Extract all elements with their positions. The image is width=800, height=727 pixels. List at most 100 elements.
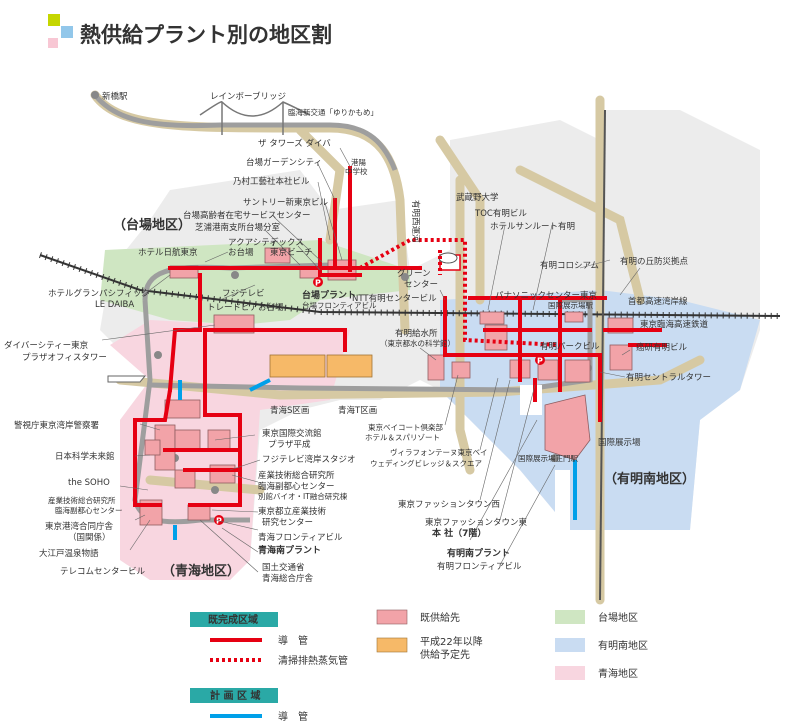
legend-aomi: 青海地区 <box>598 667 638 680</box>
legend-daiba: 台場地区 <box>598 611 638 624</box>
label-oedo: 大江戸温泉物語 <box>39 548 99 559</box>
legend-supplied: 既供給先 <box>420 611 460 624</box>
label-kokusai-tenjijo-eki: 国際展示場駅 <box>548 300 593 310</box>
legend-planned-supply-swatch <box>376 637 408 653</box>
label-green-center-2: センター <box>404 280 438 290</box>
label-water-2: （東京都水の科学館） <box>380 338 455 348</box>
page-title: 熱供給プラント別の地区割 <box>80 23 332 47</box>
label-fujitv-studio: フジテレビ湾岸スタジオ <box>262 454 356 465</box>
label-konan-school-2: 中学校 <box>345 166 368 176</box>
district-aomi: （青海地区） <box>162 563 240 579</box>
label-fujitv: フジテレビ <box>222 289 265 299</box>
ship-icon <box>107 375 147 383</box>
title-squares-icon <box>48 14 73 48</box>
label-miraikan: 日本科学未来館 <box>55 451 115 462</box>
label-aist-left-2: 臨海副都心センター <box>55 505 123 515</box>
rail-lines <box>39 109 781 601</box>
label-hotel-nikko: ホテル日航東京 <box>138 247 198 258</box>
legend-planned-supply-2: 供給予定先 <box>420 648 470 661</box>
label-rainbow-bridge: レインボーブリッジ <box>210 91 286 102</box>
label-villa-2: ウェディングビレッジ＆スクエア <box>370 458 482 468</box>
label-elderly-center: 台場高齢者在宅サービスセンター <box>183 210 311 221</box>
label-bayside-1: 東京ベイコート倶楽部 <box>368 422 443 432</box>
label-mlit-2: 青海総合庁舎 <box>262 573 314 584</box>
label-sunroute: ホテルサンルート有明 <box>490 221 575 232</box>
legend-supplied-swatch <box>376 609 408 625</box>
steam-pipes <box>359 238 561 347</box>
legend-planned-head: 計 画 区 域 <box>210 689 260 702</box>
label-aist-left-1: 産業技術総合研究所 <box>48 495 116 505</box>
label-toc: TOC有明ビル <box>474 208 527 219</box>
label-ariake-frontier: 有明フロンティアビル <box>437 561 522 572</box>
label-fashion-east: 東京ファッションタウン東 <box>425 517 528 528</box>
legend-aomi-swatch <box>555 666 585 680</box>
label-aist-1: 産業技術総合研究所 <box>258 470 335 481</box>
label-musashino: 武蔵野大学 <box>456 192 499 203</box>
label-seimon: 国際展示場正門駅 <box>518 453 578 463</box>
district-daiba: （台場地区） <box>113 217 191 233</box>
bridge-icon <box>199 101 311 135</box>
existing-pipes <box>133 166 667 507</box>
label-ariake-plant: 有明南プラント <box>447 547 510 559</box>
label-cancer: 癌研有明ビル <box>636 342 688 353</box>
label-int-exchange-1: 東京国際交流館 <box>262 428 322 439</box>
label-nomura: 乃村工藝社本社ビル <box>233 176 310 187</box>
label-daiba-garden-city: 台場ガーデンシティ <box>246 157 322 168</box>
label-int-exchange-2: プラザ平成 <box>268 439 311 450</box>
label-central: 有明セントラルタワー <box>626 372 711 383</box>
label-the-towers: ザ タワーズ ダイバ <box>258 138 331 149</box>
label-port-joint-1: 東京港湾合同庁舎 <box>45 521 114 532</box>
legend: 既完成区域 導 管 清掃排熱蒸気管 計 画 区 域 導 管 既供給先 平成22年… <box>190 609 648 723</box>
label-daiba-frontier: 台場フロンティアビル <box>302 300 377 310</box>
label-green-center-1: グリーン <box>397 268 431 279</box>
label-aqua-city-1: アクアシティ <box>228 238 278 248</box>
label-shinbashi: 新橋駅 <box>102 91 128 102</box>
label-suntory: サントリー新東京ビル <box>243 197 329 208</box>
label-konan-school-1: 港陽 <box>351 157 366 167</box>
label-aomi-plant: 青海南プラント <box>258 544 321 556</box>
canal <box>555 470 570 530</box>
label-yurikamome: 臨海新交通「ゆりかもめ」 <box>288 107 378 117</box>
label-grand-pacific-1: ホテルグランパシフィック <box>48 288 150 299</box>
label-diver-city-2: プラザオフィスタワー <box>22 353 107 363</box>
label-fashion-west: 東京ファッションタウン西 <box>398 499 500 510</box>
leader-lines <box>101 147 641 573</box>
label-aqua-city-2: お台場 <box>228 247 254 258</box>
legend-planned-supply-1: 平成22年以降 <box>420 635 483 648</box>
label-bio-it: 別館バイオ・IT融合研究棟 <box>258 491 348 501</box>
legend-existing-header <box>190 612 278 627</box>
label-telecom: テレコムセンタービル <box>60 567 146 577</box>
label-shuto: 首都高速湾岸線 <box>628 296 688 307</box>
svg-text:P: P <box>315 279 321 288</box>
legend-planned-pipe: 導 管 <box>278 710 308 723</box>
label-colosseum: 有明コロシアム <box>540 260 599 271</box>
district-ariake: （有明南地区） <box>604 471 695 487</box>
label-aomi-t: 青海T区画 <box>338 405 377 416</box>
svg-text:P: P <box>537 357 543 366</box>
label-villa-1: ヴィラフォンテーヌ東京ベイ <box>390 447 488 457</box>
legend-existing-head: 既完成区域 <box>208 613 258 626</box>
label-big-sight: 国際展示場 <box>598 437 641 448</box>
label-ariake-hill: 有明の丘防災拠点 <box>620 256 689 267</box>
legend-ariake-swatch <box>555 638 585 652</box>
label-bayside-2: ホテル＆スパリゾート <box>365 433 440 442</box>
label-daiba-plant: 台場プラント <box>302 289 356 301</box>
label-ntt: NTT有明センタービル <box>352 293 437 304</box>
label-aomi-s: 青海S区画 <box>270 405 309 416</box>
label-trade-pia: トレードピアお台場 <box>207 302 284 313</box>
label-soho: the SOHO <box>68 478 110 488</box>
label-mlit-1: 国土交通省 <box>262 562 305 573</box>
legend-ariake: 有明南地区 <box>598 639 648 652</box>
legend-planned-header <box>190 688 278 703</box>
planned-pipes <box>173 378 577 540</box>
label-panasonic: パナソニックセンター東京 <box>495 290 597 301</box>
label-sangyo-1: 東京都立産業技術 <box>258 506 327 517</box>
label-water-1: 有明給水所 <box>395 328 438 339</box>
label-ariake-park: 有明パークビル <box>540 341 600 352</box>
label-sangyo-2: 研究センター <box>262 517 313 528</box>
label-decks-1: デックス <box>270 237 304 248</box>
parking-icon: P P P <box>214 277 545 526</box>
label-fashion-hq: 本 社（7階） <box>432 527 486 539</box>
label-aomi-frontier: 青海フロンティアビル <box>258 532 343 543</box>
